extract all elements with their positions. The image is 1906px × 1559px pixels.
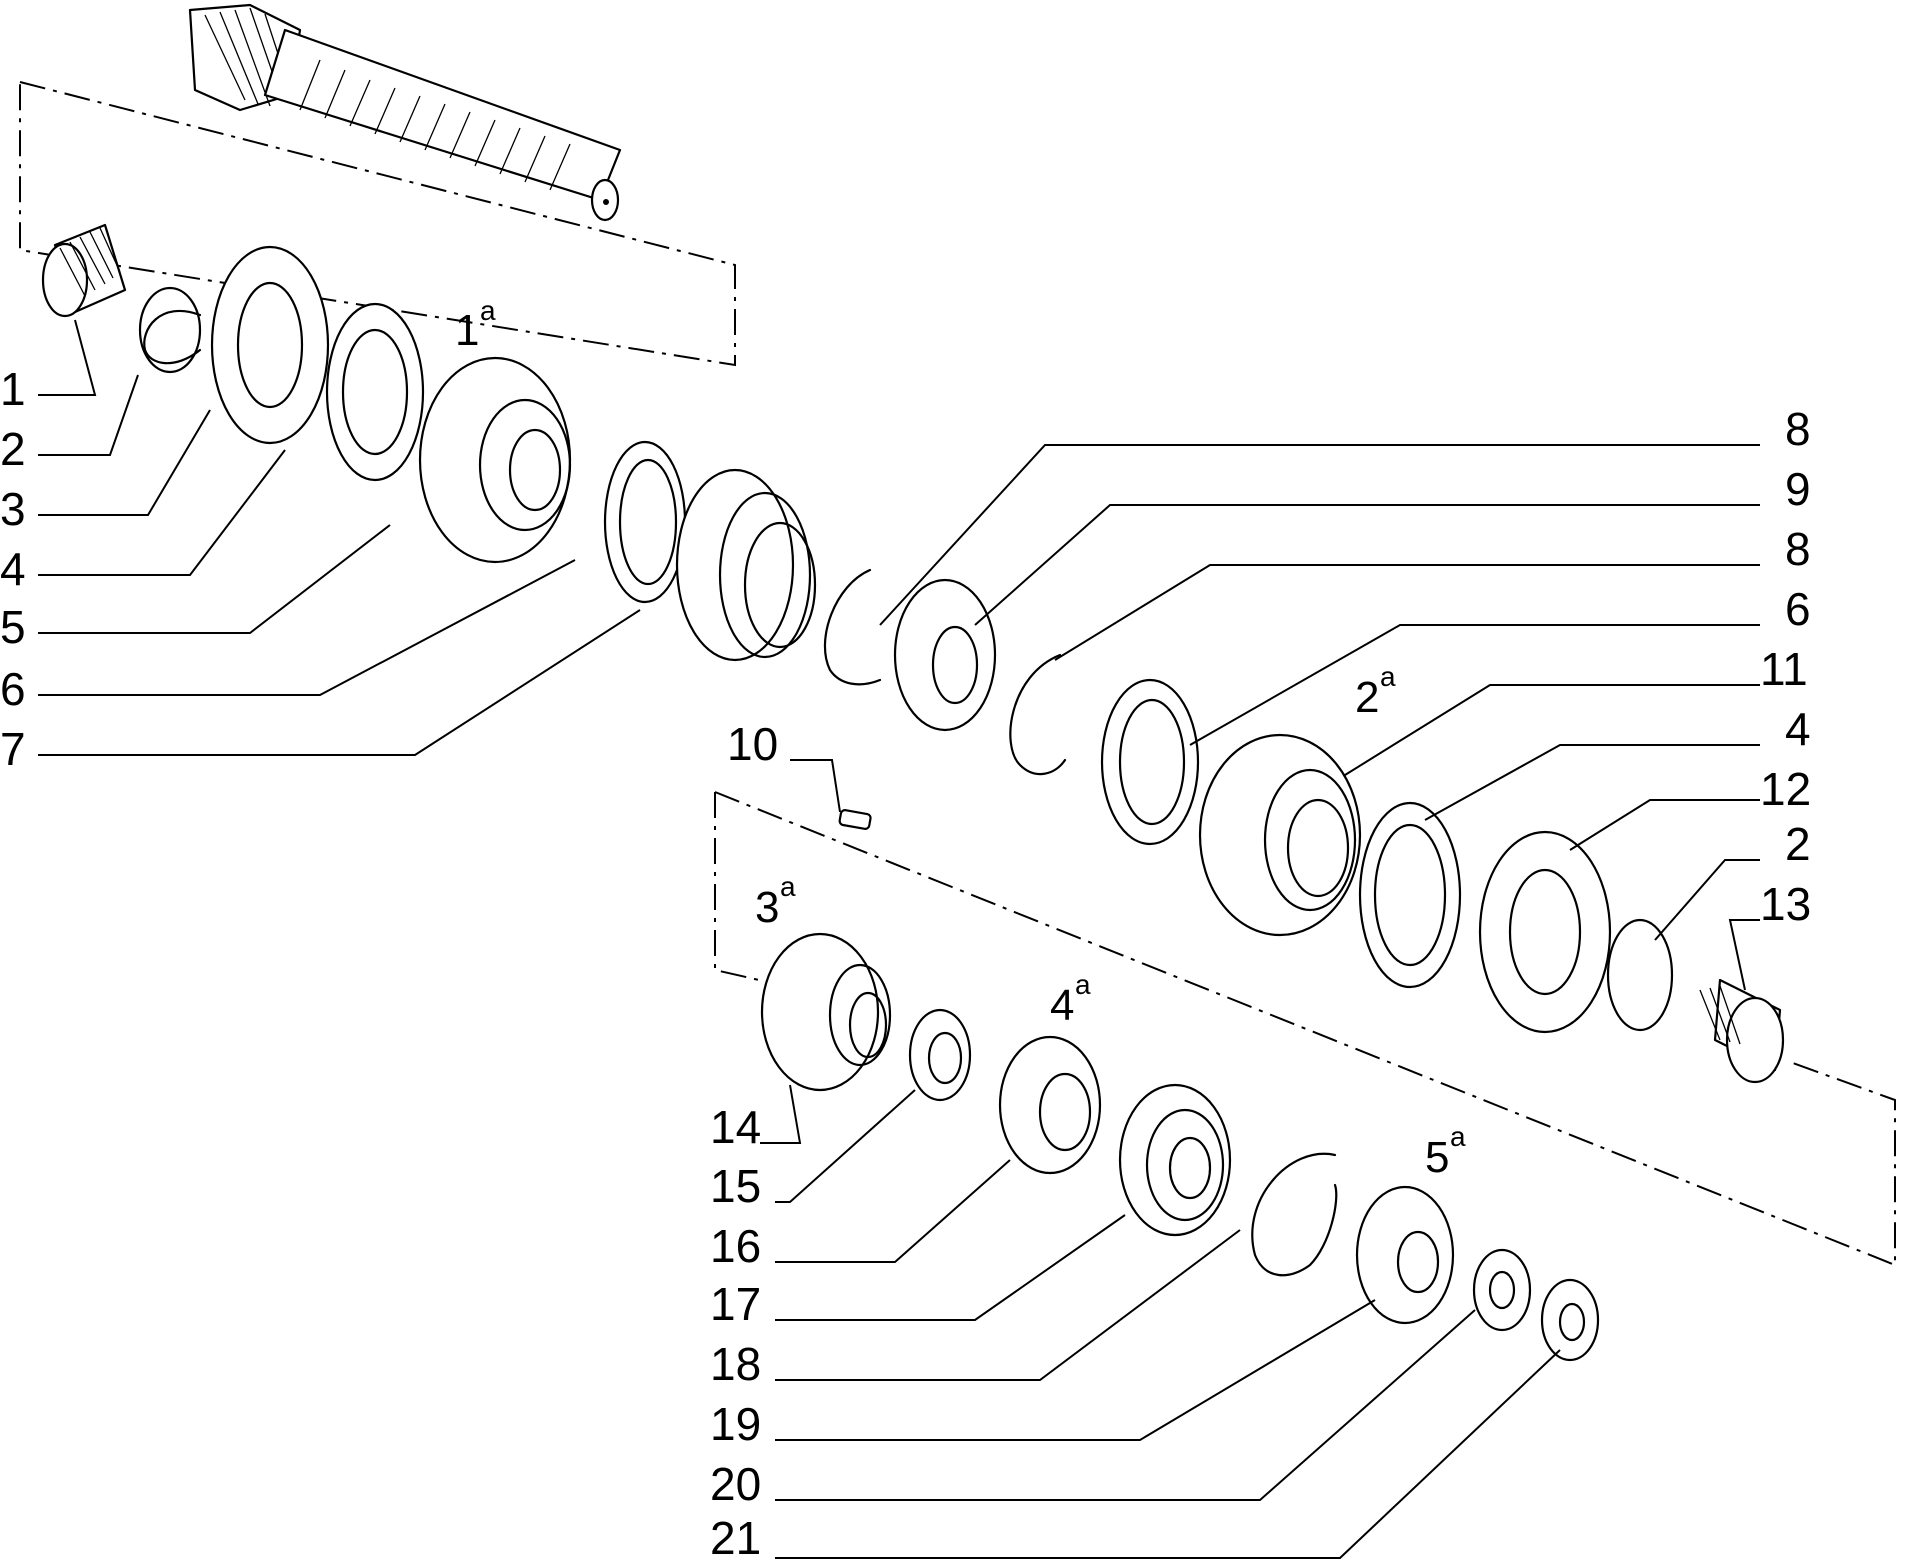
callout-20: 20 — [710, 1458, 761, 1510]
gear-label-4: 4 — [1050, 981, 1074, 1030]
callout-5: 5 — [0, 601, 26, 653]
first-gear-part-5 — [418, 356, 572, 564]
callout-6: 6 — [0, 663, 26, 715]
spacer-part-15 — [908, 1008, 972, 1102]
tone-wheel-part-3 — [210, 245, 330, 445]
callout-4: 4 — [0, 543, 26, 595]
callout-6b: 6 — [1785, 583, 1811, 635]
gear-label-3-sup: a — [780, 871, 796, 902]
callout-9: 9 — [1785, 463, 1811, 515]
second-gear-part-11 — [1198, 733, 1362, 937]
callout-1: 1 — [0, 363, 26, 415]
gear-label-3: 3 — [755, 883, 779, 932]
callout-8a: 8 — [1785, 403, 1811, 455]
callout-18: 18 — [710, 1338, 761, 1390]
synchro-ring-part-6b — [1100, 678, 1200, 846]
callout-8b: 8 — [1785, 523, 1811, 575]
callout-11: 11 — [1760, 643, 1808, 695]
fourth-gear-part-16 — [998, 1035, 1102, 1175]
callout-16: 16 — [710, 1220, 761, 1272]
gear-label-4-sup: a — [1075, 969, 1091, 1000]
needle-bearing-part-1 — [41, 223, 127, 318]
snap-ring-part-2b — [1606, 918, 1674, 1032]
gear-label-1-sup: a — [480, 295, 496, 326]
callout-21: 21 — [710, 1512, 761, 1559]
leader-lines — [38, 319, 1760, 1559]
gear-label-1: 1 — [455, 306, 479, 355]
fifth-gear-part-19 — [1355, 1185, 1455, 1325]
callout-17: 17 — [710, 1278, 761, 1330]
callout-4b: 4 — [1785, 703, 1811, 755]
shim-part-4 — [325, 302, 425, 482]
callout-7: 7 — [0, 723, 26, 775]
synchro-ring-part-6 — [603, 440, 687, 604]
third-gear-part-14 — [760, 932, 892, 1092]
hub-part-9 — [893, 578, 997, 732]
gear-label-2-sup: a — [1380, 661, 1396, 692]
circlip-part-8a — [823, 568, 882, 686]
callout-13: 13 — [1760, 878, 1811, 930]
callout-2b: 2 — [1785, 818, 1811, 870]
callout-14: 14 — [710, 1101, 761, 1153]
shim-part-4b — [1358, 801, 1462, 989]
callout-labels: 1 2 3 4 5 6 7 8 9 8 6 11 4 12 2 13 10 14… — [0, 363, 1811, 1559]
circlip-part-8b — [1009, 653, 1067, 776]
ball-bearing-part-17 — [1118, 1083, 1232, 1237]
gear-label-2: 2 — [1355, 673, 1379, 722]
main-shaft — [188, 3, 622, 222]
tone-wheel-part-12 — [1478, 830, 1612, 1034]
gear-label-5-sup: a — [1450, 1121, 1466, 1152]
circlip-part-18 — [1251, 1152, 1338, 1277]
synchro-sleeve-part-7 — [675, 468, 817, 662]
callout-15: 15 — [710, 1160, 761, 1212]
callout-3: 3 — [0, 483, 26, 535]
callout-2: 2 — [0, 423, 26, 475]
gear-label-5: 5 — [1425, 1133, 1449, 1182]
washer-part-20 — [1472, 1248, 1532, 1332]
needle-bearing-part-13 — [1699, 978, 1785, 1084]
callout-10: 10 — [727, 718, 778, 770]
nut-part-21 — [1540, 1278, 1600, 1362]
callout-12: 12 — [1760, 763, 1811, 815]
snap-ring-part-2 — [138, 286, 202, 374]
gear-labels: 1 a 2 a 3 a 4 a 5 a — [455, 295, 1466, 1182]
key-part-10 — [838, 809, 872, 830]
callout-19: 19 — [710, 1398, 761, 1450]
